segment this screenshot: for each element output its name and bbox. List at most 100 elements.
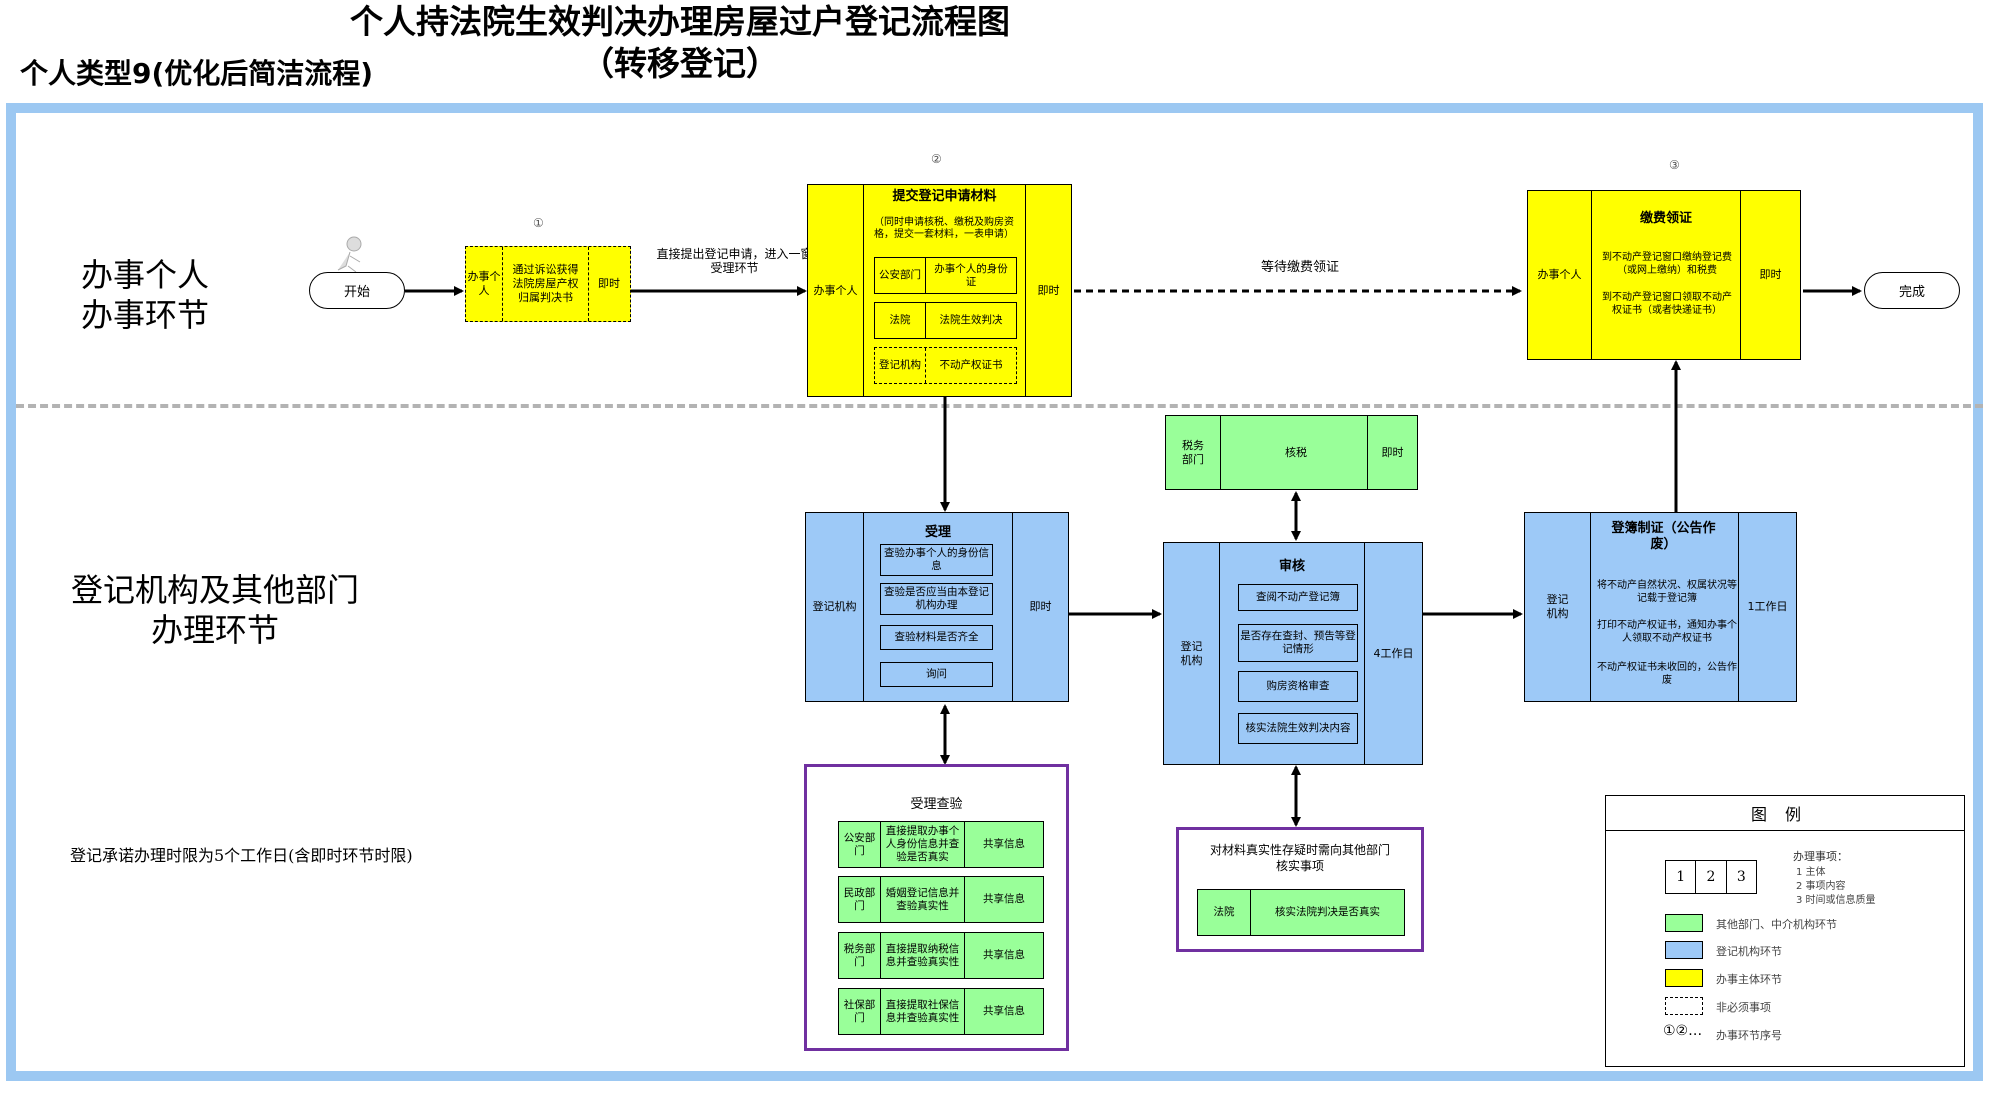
check-row-tax: 税务部门 直接提取纳税信息并查验真实性 共享信息 [838,932,1044,979]
legend-blue-swatch [1665,941,1703,959]
legend-dashed-label: 非必须事项 [1716,1001,1771,1014]
lane-divider [16,404,1983,408]
legend-item-1: 1 主体 [1796,867,1826,878]
lane-bottom-line2: 办理环节 [150,611,279,649]
step2-row-id-doc: 办事个人的身份证 [934,262,1008,288]
legend-cells: 1 2 3 [1665,860,1757,894]
register-content-1: 将不动产自然状况、权属状况等记载于登记簿 [1597,580,1737,604]
review-title: 审核 [1278,559,1305,574]
check-row-police-dept: 公安部门 [839,822,881,867]
runner-icon [337,236,362,273]
accept-item-2: 查验是否应当由本登记机构办理 [880,583,993,615]
step1-subject: 办事个人 [466,247,503,321]
legend-dashed-swatch [1665,997,1703,1015]
step3-box: 办事个人 缴费领证 到不动产登记窗口缴纳登记费（或网上缴纳）和税费 到不动产登记… [1527,190,1801,360]
step2-note: （同时申请核税、缴税及购房资格，提交一套材料，一表申请） [874,217,1014,240]
accept-subject: 登记机构 [806,513,864,701]
check-panel: 受理查验 公安部门 直接提取办事个人身份信息并查验是否真实 共享信息 民政部门 … [804,764,1069,1051]
page-title: 个人持法院生效判决办理房屋过户登记流程图 [350,2,1010,41]
legend-item-2: 2 事项内容 [1796,881,1846,892]
end-node: 完成 [1864,272,1960,309]
register-content-2: 打印不动产权证书，通知办事个人领取不动产权证书 [1597,620,1737,644]
legend-item-3: 3 时间或信息质量 [1796,895,1876,906]
diagram-frame [6,103,1983,1081]
lane-bottom-label: 登记机构及其他部门 办理环节 [60,570,370,650]
check-row-civil-content: 婚姻登记信息并查验真实性 [881,877,965,922]
review-item-4: 核实法院生效判决内容 [1238,713,1358,744]
legend: 图例 1 2 3 办理事项： 1 主体 2 事项内容 3 时间或信息质量 其他部… [1605,795,1965,1067]
legend-cell-2: 2 [1696,861,1727,893]
step2-row-id: 公安部门 办事个人的身份证 [874,257,1017,294]
legend-title: 图例 [1606,796,1964,831]
tax-time: 即时 [1367,416,1417,489]
step2-row-id-dept: 公安部门 [875,258,926,293]
legend-cell-1: 1 [1666,861,1697,893]
step1-number: ① [533,216,544,230]
legend-yellow-label: 办事主体环节 [1716,973,1782,986]
step2-title: 提交登记申请材料 [892,189,997,204]
step3-subject: 办事个人 [1528,191,1592,359]
legend-yellow-swatch [1665,969,1703,987]
verify-title: 对材料真实性存疑时需向其他部门核实事项 [1209,843,1390,873]
register-content-3: 不动产权证书未收回的，公告作废 [1597,662,1737,686]
lane-top-line1: 办事个人 [80,256,209,294]
arrow1-label: 直接提出登记申请，进入一窗受理环节 [656,247,813,275]
step2-row-cert-doc: 不动产权证书 [939,359,1003,371]
step2-time: 即时 [1025,185,1071,396]
accept-time: 即时 [1012,513,1068,701]
legend-blue-label: 登记机构环节 [1716,945,1782,958]
step3-content-1: 到不动产登记窗口缴纳登记费（或网上缴纳）和税费 [1602,252,1732,276]
check-row-tax-content: 直接提取纳税信息并查验真实性 [881,933,965,978]
register-time: 1工作日 [1738,513,1796,701]
start-node: 开始 [309,272,405,309]
step1-content: 通过诉讼获得法院房屋产权归属判决书 [503,247,589,321]
legend-number-label: 办事环节序号 [1716,1029,1782,1042]
review-item-3: 购房资格审查 [1238,671,1358,702]
register-box: 登记机构 登簿制证（公告作废） 将不动产自然状况、权属状况等记载于登记簿 打印不… [1524,512,1797,702]
step3-title: 缴费领证 [1639,211,1692,226]
legend-number-symbol: ①②… [1663,1023,1703,1039]
register-subject: 登记机构 [1525,513,1591,701]
review-subject: 登记机构 [1164,543,1220,764]
check-row-tax-share: 共享信息 [983,949,1025,961]
commitment-note: 登记承诺办理时限为5个工作日(含即时环节时限) [70,846,413,865]
step2-row-cert: 登记机构 不动产权证书 [874,347,1017,384]
accept-item-3: 查验材料是否齐全 [880,625,993,650]
review-item-1: 查阅不动产登记簿 [1238,584,1358,611]
step1-time: 即时 [598,277,620,290]
check-row-social: 社保部门 直接提取社保信息并查验真实性 共享信息 [838,988,1044,1035]
accept-item-4: 询问 [880,662,993,687]
lane-top-label: 办事个人 办事环节 [60,255,230,335]
legend-green-swatch [1665,914,1703,932]
check-row-tax-dept: 税务部门 [839,933,881,978]
step2-box: 办事个人 提交登记申请材料 （同时申请核税、缴税及购房资格，提交一套材料，一表申… [807,184,1072,397]
verify-content: 核实法院判决是否真实 [1275,906,1380,918]
step2-subject: 办事个人 [808,185,864,396]
step2-row-court-dept: 法院 [875,303,926,338]
review-time: 4工作日 [1364,543,1422,764]
step2-row-court-doc: 法院生效判决 [939,314,1003,326]
lane-bottom-line1: 登记机构及其他部门 [70,571,359,609]
check-row-social-share: 共享信息 [983,1005,1025,1017]
check-row-police: 公安部门 直接提取办事个人身份信息并查验是否真实 共享信息 [838,821,1044,868]
tax-content: 核税 [1285,445,1307,459]
step3-time: 即时 [1740,191,1800,359]
check-row-police-share: 共享信息 [983,838,1025,850]
wait-label: 等待缴费领证 [1260,260,1339,275]
verify-dept: 法院 [1198,890,1251,935]
accept-box: 登记机构 受理 查验办事个人的身份信息 查验是否应当由本登记机构办理 查验材料是… [805,512,1069,702]
accept-title: 受理 [924,525,951,540]
check-row-civil-share: 共享信息 [983,893,1025,905]
step2-row-court: 法院 法院生效判决 [874,302,1017,339]
step3-number: ③ [1669,158,1680,172]
check-row-social-content: 直接提取社保信息并查验真实性 [881,989,965,1034]
lane-top-line2: 办事环节 [80,296,209,334]
step2-number: ② [931,152,942,166]
step1-box: 办事个人 通过诉讼获得法院房屋产权归属判决书 即时 [465,246,631,322]
check-row-social-dept: 社保部门 [839,989,881,1034]
verify-row: 法院 核实法院判决是否真实 [1197,889,1405,936]
step3-content-2: 到不动产登记窗口领取不动产权证书（或者快递证书） [1602,292,1732,316]
legend-green-label: 其他部门、中介机构环节 [1716,918,1837,931]
accept-item-1: 查验办事个人的身份信息 [880,544,993,576]
